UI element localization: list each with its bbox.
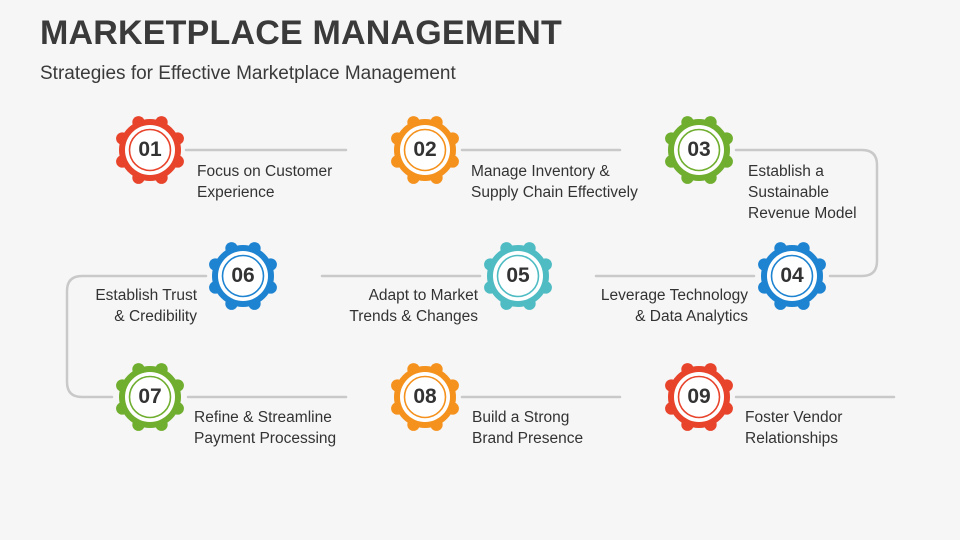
gear-icon xyxy=(116,116,184,184)
step-01-label: Focus on Customer Experience xyxy=(197,163,333,201)
step-number: 02 xyxy=(413,138,437,161)
step-03-label: Establish a Sustainable Revenue Model xyxy=(748,163,857,222)
step-number: 03 xyxy=(687,138,711,161)
gear-icon xyxy=(391,363,459,431)
gear-icon xyxy=(116,363,184,431)
step-05-label: Adapt to Market Trends & Changes xyxy=(349,287,478,325)
step-04-gear: 04 xyxy=(754,238,830,314)
step-09-gear: 09 xyxy=(661,359,737,435)
step-number: 07 xyxy=(138,385,162,408)
step-03-gear: 03 xyxy=(661,112,737,188)
step-02-label: Manage Inventory & Supply Chain Effectiv… xyxy=(471,163,638,201)
gear-icon xyxy=(665,116,733,184)
step-number: 06 xyxy=(231,264,255,287)
step-06-gear: 06 xyxy=(205,238,281,314)
page-subtitle: Strategies for Effective Marketplace Man… xyxy=(40,63,456,84)
gear-icon xyxy=(484,242,552,310)
step-08-gear: 08 xyxy=(387,359,463,435)
gear-icon xyxy=(665,363,733,431)
step-09-label: Foster Vendor Relationships xyxy=(745,409,843,447)
step-08-label: Build a Strong Brand Presence xyxy=(472,409,584,447)
step-number: 08 xyxy=(413,385,437,408)
step-07-gear: 07 xyxy=(112,359,188,435)
step-06-label: Establish Trust & Credibility xyxy=(95,287,197,325)
step-05-gear: 05 xyxy=(480,238,556,314)
step-number: 05 xyxy=(506,264,530,287)
gear-icon xyxy=(209,242,277,310)
step-01-gear: 01 xyxy=(112,112,188,188)
step-number: 04 xyxy=(780,264,804,287)
step-07-label: Refine & Streamline Payment Processing xyxy=(194,409,337,447)
step-number: 01 xyxy=(138,138,162,161)
step-04-label: Leverage Technology & Data Analytics xyxy=(600,287,748,325)
gear-icon xyxy=(391,116,459,184)
gear-icon xyxy=(758,242,826,310)
step-number: 09 xyxy=(687,385,711,408)
page-title: MARKETPLACE MANAGEMENT xyxy=(40,14,562,52)
step-02-gear: 02 xyxy=(387,112,463,188)
